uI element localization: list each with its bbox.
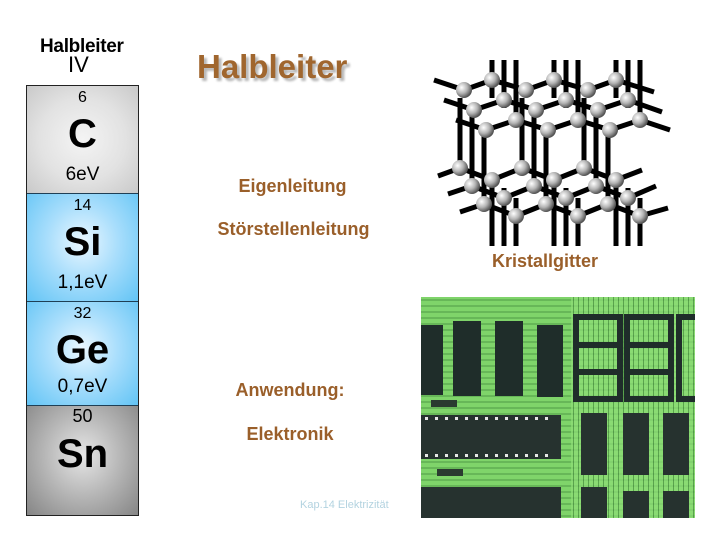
footer-chapter: Kap.14 Elektrizität [300, 499, 389, 511]
element-symbol: C [68, 112, 97, 156]
element-cell-tin: 50 Sn [27, 406, 138, 515]
band-gap: 1,1eV [57, 272, 108, 293]
band-gap: 0,7eV [57, 376, 108, 397]
application-value: Elektronik [246, 424, 334, 444]
element-symbol: Si [63, 220, 102, 264]
element-symbol: Sn [56, 432, 109, 476]
periodic-table-column: 6 C 6eV 14 Si 1,1eV 32 Ge 0,7eV 50 Sn [26, 85, 139, 516]
atomic-number: 14 [73, 197, 92, 214]
atomic-number: 32 [73, 305, 92, 322]
group-number: IV [68, 52, 89, 77]
element-cell-carbon: 6 C 6eV [27, 86, 138, 194]
band-gap: 6eV [65, 164, 100, 185]
atomic-number: 50 [72, 406, 93, 426]
slide-title: Halbleiter [197, 48, 348, 85]
element-cell-germanium: 32 Ge 0,7eV [27, 302, 138, 406]
application-label: Anwendung: [235, 380, 345, 400]
intrinsic-conduction-label: Eigenleitung [238, 176, 347, 196]
crystal-lattice-icon [430, 58, 710, 248]
extrinsic-conduction-label: Störstellenleitung [217, 219, 370, 239]
column-header: Halbleiter [40, 36, 124, 57]
circuit-board-photo-icon [421, 297, 695, 518]
lattice-caption: Kristallgitter [492, 251, 599, 271]
element-symbol: Ge [55, 328, 110, 372]
atomic-number: 6 [78, 89, 87, 106]
element-cell-silicon: 14 Si 1,1eV [27, 194, 138, 302]
